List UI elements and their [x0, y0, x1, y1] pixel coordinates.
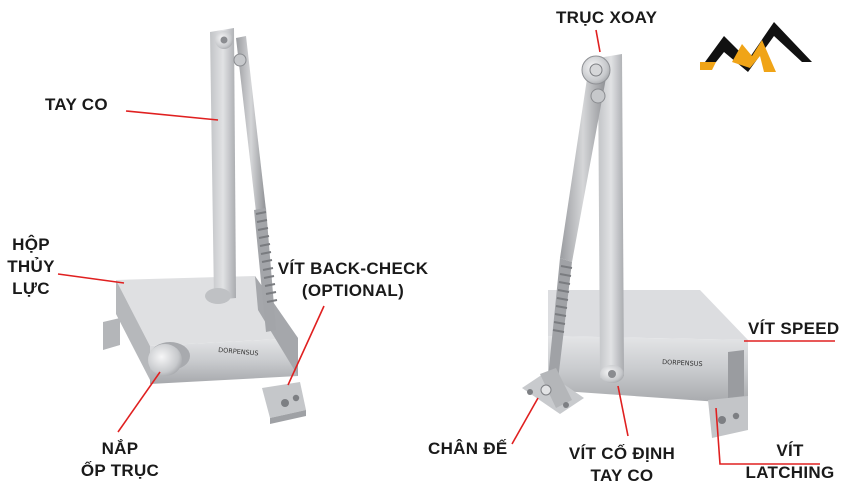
left-main-arm	[205, 28, 236, 304]
label-vit-co-dinh-line-2: TAY CO	[590, 466, 654, 485]
right-main-arm	[598, 54, 624, 383]
label-hop-thuy-luc-line-1: HỘP	[12, 235, 50, 254]
right-base-plate	[708, 396, 748, 438]
label-vit-co-dinh-tay-co: VÍT CỐ ĐỊNH TAY CO	[552, 443, 692, 487]
leader-hop-thuy-luc	[57, 273, 125, 284]
leader-truc-xoay	[595, 29, 601, 53]
label-vit-back-check: VÍT BACK-CHECK (OPTIONAL)	[270, 258, 436, 302]
leader-chan-de	[511, 397, 539, 445]
leader-vit-co-dinh	[617, 385, 629, 437]
label-nap-op-truc-line-1: NẮP	[101, 439, 139, 458]
label-vit-speed: VÍT SPEED	[748, 319, 840, 338]
left-door-closer: DORPENSUS	[103, 28, 306, 424]
left-connecting-rod	[233, 36, 278, 332]
label-vit-co-dinh-line-1: VÍT CỐ ĐỊNH	[568, 444, 676, 463]
label-hop-thuy-luc: HỘP THỦY LỰC	[4, 234, 58, 300]
label-nap-op-truc: NẮP ỐP TRỤC	[60, 438, 180, 482]
label-hop-thuy-luc-line-3: LỰC	[12, 279, 50, 298]
right-brand-mark: DORPENSUS	[662, 358, 703, 368]
right-hydraulic-body: DORPENSUS	[548, 290, 748, 404]
right-forearm	[548, 72, 606, 380]
label-truc-xoay: TRỤC XOAY	[556, 8, 658, 27]
label-chan-de: CHÂN ĐẾ	[428, 439, 508, 458]
right-pivot-axle	[581, 55, 611, 104]
label-hop-thuy-luc-line-2: THỦY	[7, 257, 55, 276]
leader-tay-co	[125, 110, 219, 121]
right-door-closer: DORPENSUS	[522, 54, 748, 438]
left-base-plate	[103, 318, 306, 424]
label-tay-co: TAY CO	[45, 95, 108, 114]
label-vit-latching: VÍT LATCHING	[740, 440, 840, 484]
leader-nap-op-truc	[117, 371, 161, 433]
label-vit-back-check-line-1: VÍT BACK-CHECK	[277, 259, 429, 278]
mountain-logo-icon	[700, 22, 812, 72]
label-vit-latching-line-1: VÍT	[776, 441, 804, 460]
right-foot-bracket	[522, 368, 584, 414]
label-vit-back-check-line-2: (OPTIONAL)	[301, 281, 405, 300]
left-axle-cap	[148, 342, 190, 376]
leader-vit-back-check	[287, 305, 325, 386]
leader-vit-latching	[715, 407, 820, 465]
label-vit-latching-line-2: LATCHING	[745, 463, 835, 482]
label-nap-op-truc-line-2: ỐP TRỤC	[80, 461, 160, 480]
left-brand-mark: DORPENSUS	[218, 346, 259, 358]
leader-lines	[57, 29, 835, 465]
